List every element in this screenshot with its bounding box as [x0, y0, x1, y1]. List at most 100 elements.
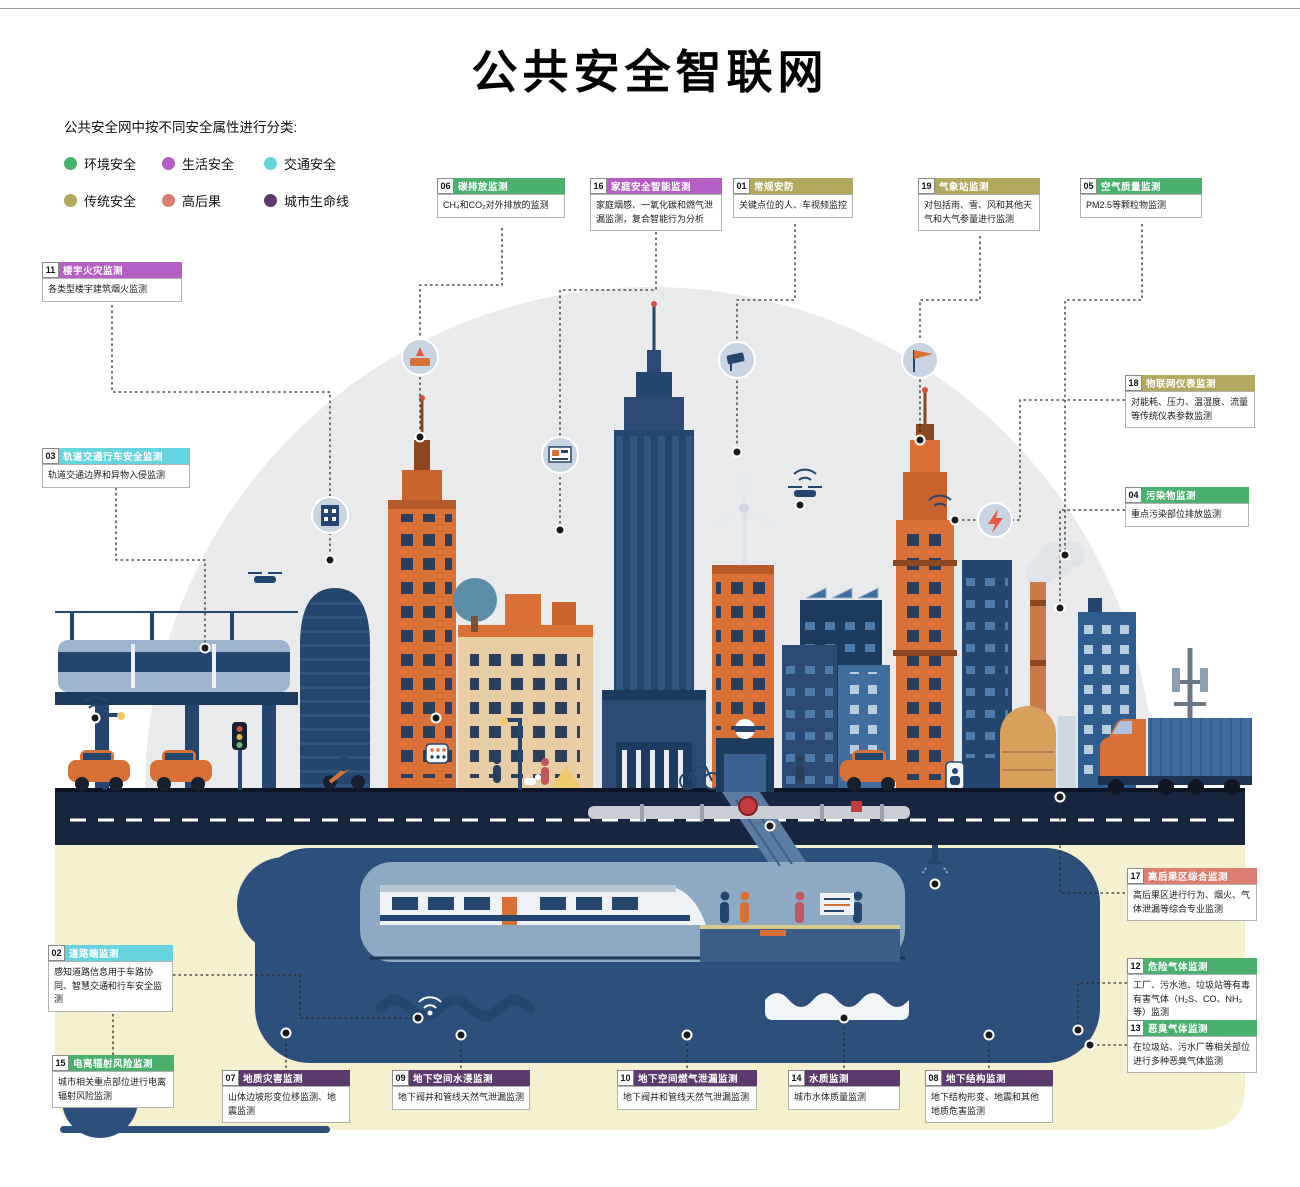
callout-body: 关键点位的人、车视频监控	[733, 194, 853, 218]
callout-title: 地下结构监测	[942, 1070, 1053, 1086]
callout-title: 危险气体监测	[1144, 958, 1257, 974]
industrial-zone	[1000, 541, 1085, 792]
callout-body: PM2.5等颗粒物监测	[1080, 194, 1202, 218]
callout-title: 地下空间水浸监测	[409, 1070, 530, 1086]
monorail-train	[58, 640, 290, 692]
callout-title: 地质灾害监测	[239, 1070, 350, 1086]
callout-number: 14	[788, 1070, 805, 1086]
callout-number: 05	[1080, 178, 1097, 194]
orange-tower	[388, 395, 456, 792]
callout-title: 空气质量监测	[1097, 178, 1202, 194]
callout-body: 各类型楼宇建筑烟火监测	[42, 278, 182, 302]
callout-title: 物联网仪表监测	[1142, 375, 1255, 391]
callout-title: 道路端监测	[65, 945, 173, 961]
drone-icon	[788, 468, 822, 497]
callout-number: 02	[48, 945, 65, 961]
low-rise-block	[453, 578, 593, 792]
legend-intro: 公共安全网中按不同安全属性进行分类:	[64, 120, 298, 135]
stove-sensor-icon	[401, 338, 439, 376]
callout-number: 16	[590, 178, 607, 194]
truck	[1098, 718, 1252, 795]
callout-number: 17	[1127, 868, 1144, 884]
legend-item-env: 环境安全	[64, 154, 162, 173]
legend-item-life: 生活安全	[162, 154, 264, 173]
building-sensor-icon	[311, 496, 349, 534]
callout-title: 电离辐射风险监测	[69, 1055, 174, 1071]
callout-body: 对包括雨、雪、风和其他天气和大气参量进行监测	[918, 194, 1040, 231]
trad-color-dot	[64, 194, 77, 207]
legend-item-trad: 传统安全	[64, 191, 162, 210]
taxi-car	[150, 750, 212, 791]
callout-body: 工厂、污水池、垃圾站等有毒有害气体（H₂S、CO、NH₃等）监测	[1127, 974, 1257, 1025]
gas-pipeline	[588, 796, 949, 875]
rounded-tower	[300, 588, 370, 792]
legend-label: 环境安全	[84, 157, 137, 172]
wifi-icon	[928, 494, 952, 507]
taxi-car	[68, 750, 130, 791]
sensor-badges	[311, 338, 1013, 538]
alert-gauge-icon	[977, 502, 1013, 538]
legend-label: 交通安全	[284, 157, 337, 172]
underground-wifi-icon	[418, 996, 442, 1016]
env-color-dot	[64, 157, 77, 170]
drone-icon	[248, 572, 282, 583]
legend-item-high: 高后果	[162, 191, 264, 210]
callout-title: 水质监测	[805, 1070, 900, 1086]
callout-title: 气象站监测	[935, 178, 1040, 194]
wind-turbine	[710, 469, 778, 568]
callout-number: 07	[222, 1070, 239, 1086]
subway-entrance	[716, 719, 774, 792]
callout-body: 地下阀井和管线天然气泄漏监测	[617, 1086, 757, 1110]
scooter	[323, 747, 365, 789]
callout-body: CH₄和CO₂对外排放的监测	[437, 194, 565, 218]
callout-body: 家庭烟感、一氧化碳和燃气泄漏监测，复合智能行为分析	[590, 194, 722, 231]
main-skyscraper	[602, 301, 706, 792]
callout-body: 地下阀井和管线天然气泄漏监测	[392, 1086, 530, 1110]
callout-body: 感知道路信息用于车路协同、智慧交通和行车安全监测	[48, 961, 173, 1012]
water-channel	[765, 993, 909, 1020]
home-monitor-icon	[541, 436, 579, 474]
taxi-car	[840, 750, 902, 791]
callout-title: 高后果区综合监测	[1144, 868, 1257, 884]
lifeline-color-dot	[264, 194, 277, 207]
callout-body: 山体边坡形变位移监测、地震监测	[222, 1086, 350, 1123]
pipeline-valve-icon	[738, 796, 758, 816]
buried-pipe-wavy	[375, 995, 535, 1021]
legend-label: 高后果	[182, 194, 222, 209]
wifi-icon	[83, 696, 108, 709]
callout-title: 轨道交通行车安全监测	[59, 448, 190, 464]
legend-label: 城市生命线	[284, 194, 350, 209]
callout-body: 对能耗、压力、温湿度、流量等传统仪表参数监测	[1125, 391, 1255, 428]
callout-body: 城市相关重点部位进行电离辐射风险监测	[52, 1071, 174, 1108]
callout-title: 污染物监测	[1142, 487, 1249, 503]
callout-title: 地下空间燃气泄漏监测	[634, 1070, 757, 1086]
callout-number: 06	[437, 178, 454, 194]
